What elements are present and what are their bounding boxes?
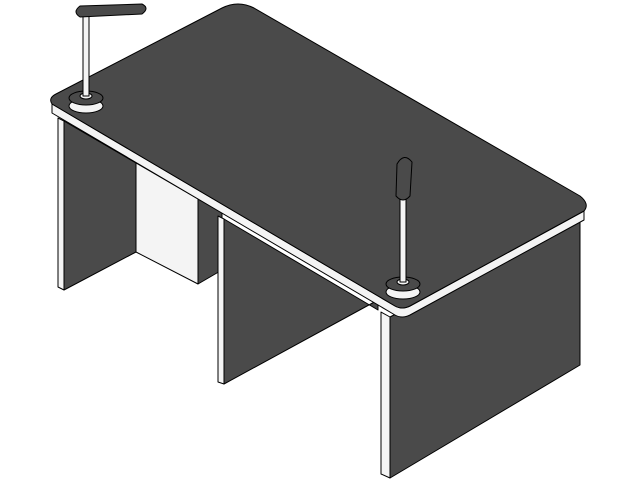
- left-end-panel: [57, 117, 137, 291]
- left-lamp: [68, 3, 147, 114]
- right-lamp: [385, 157, 421, 300]
- right-end-panel: [380, 217, 581, 479]
- desktop: [50, 3, 587, 318]
